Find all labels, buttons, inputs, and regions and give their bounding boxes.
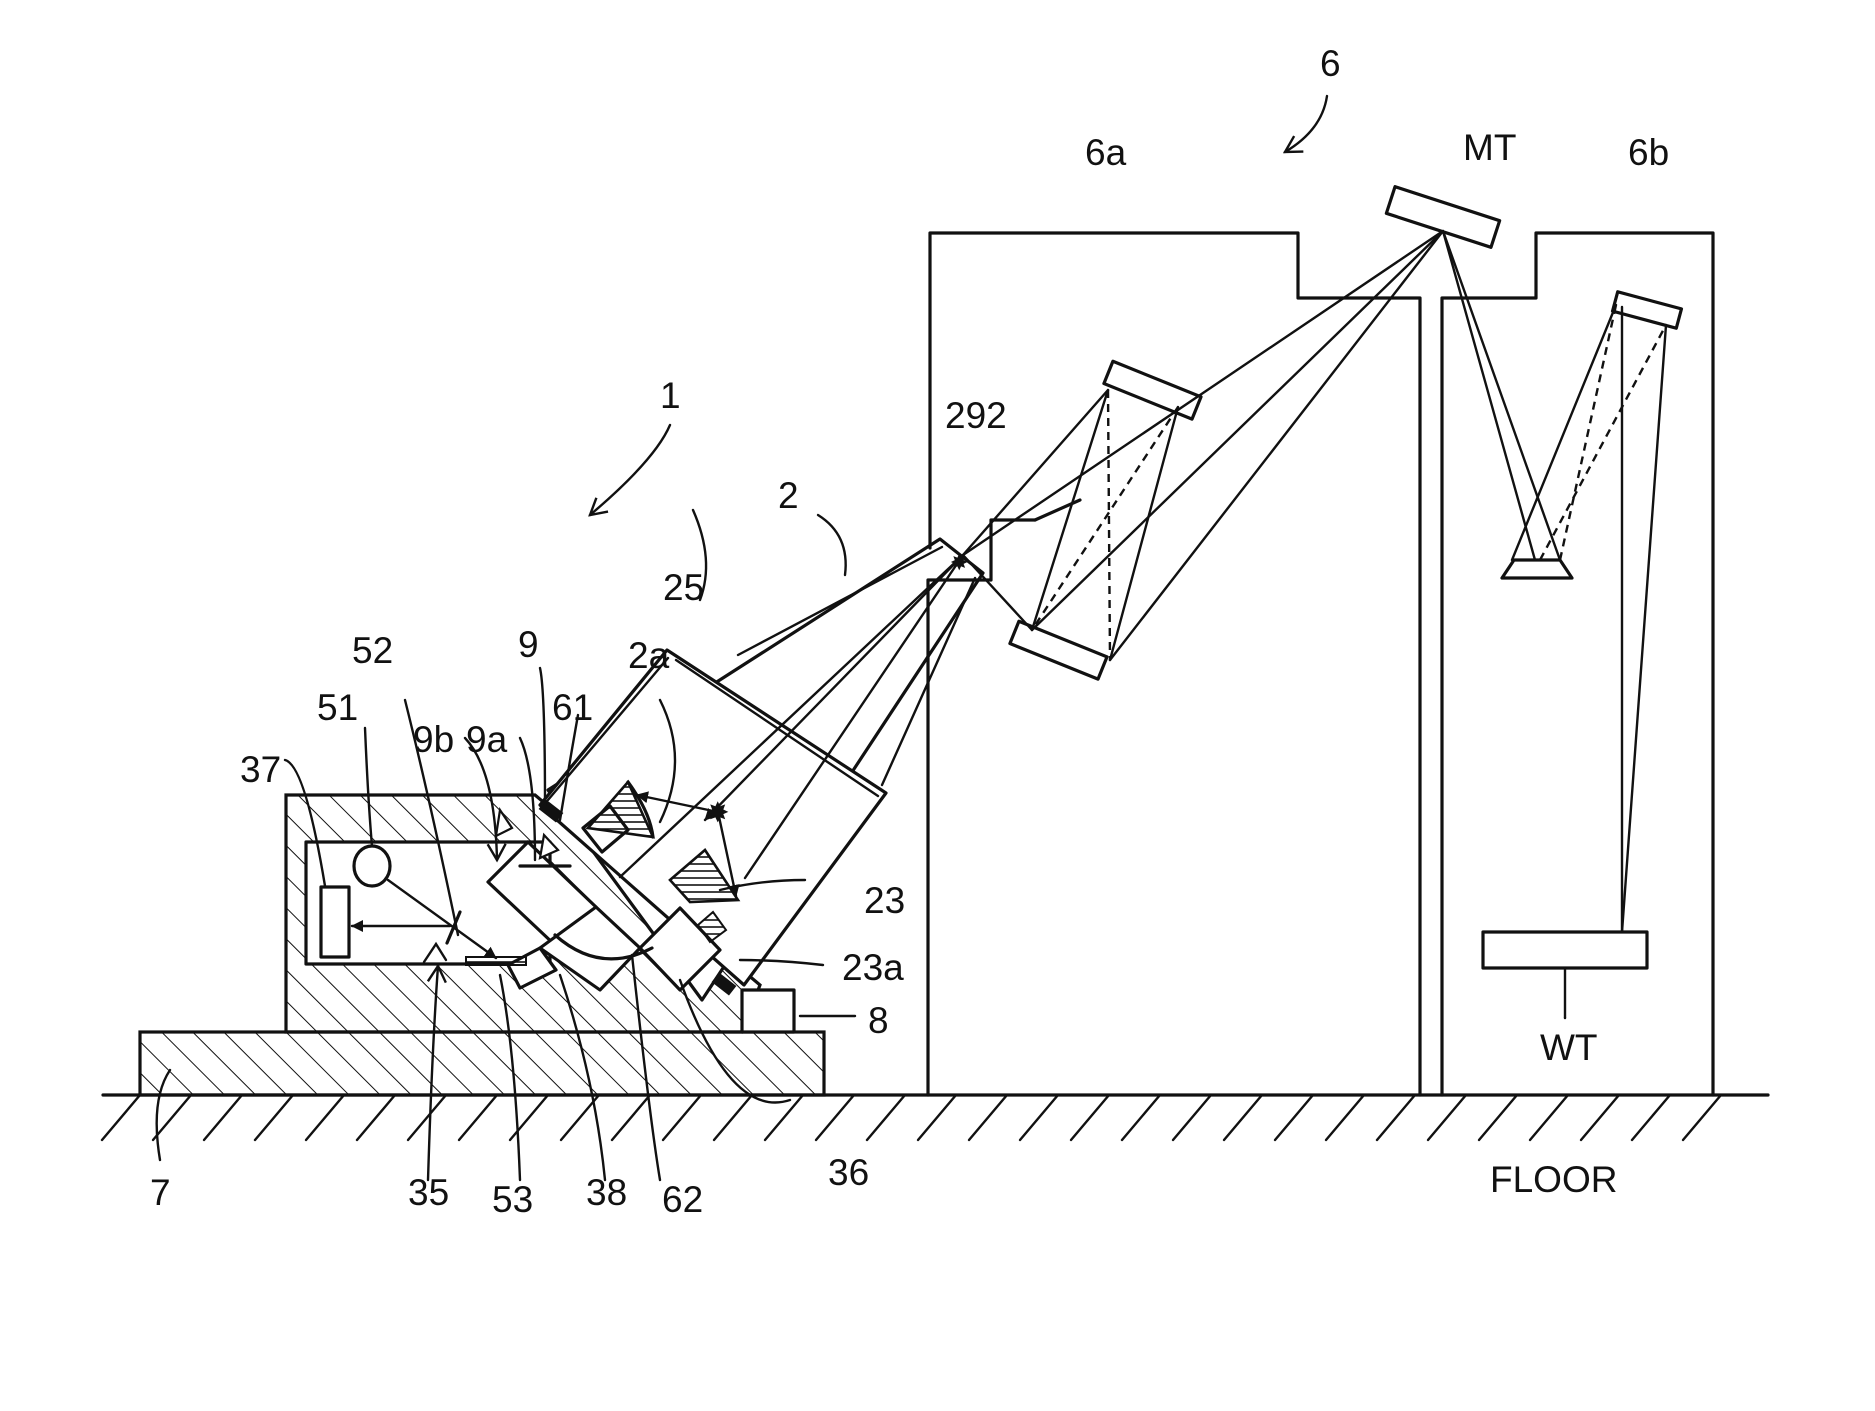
- floor-hatch-tick: [816, 1095, 854, 1140]
- label-6b: 6b: [1628, 132, 1669, 173]
- label-61: 61: [552, 687, 593, 728]
- label-6: 6: [1320, 43, 1341, 84]
- floor-hatch-tick: [1275, 1095, 1313, 1140]
- floor-hatch-tick: [1377, 1095, 1415, 1140]
- floor-hatch-tick: [1071, 1095, 1109, 1140]
- label-9a: 9a: [466, 719, 508, 760]
- floor-hatch-tick: [408, 1095, 446, 1140]
- floor-hatch-tick: [1173, 1095, 1211, 1140]
- floor-hatch-tick: [255, 1095, 293, 1140]
- floor-hatch-tick: [1479, 1095, 1517, 1140]
- floor-hatch-tick: [1122, 1095, 1160, 1140]
- wafer-table-WT: [1483, 932, 1647, 968]
- floor-hatch-tick: [204, 1095, 242, 1140]
- label-WT: WT: [1540, 1027, 1598, 1068]
- floor-hatch-tick: [867, 1095, 905, 1140]
- plate-53: [466, 957, 526, 965]
- label-2a: 2a: [628, 635, 670, 676]
- label-1: 1: [660, 375, 681, 416]
- floor-hatch-tick: [612, 1095, 650, 1140]
- label-51: 51: [317, 687, 358, 728]
- floor-hatch-tick: [1581, 1095, 1619, 1140]
- floor-hatch-tick: [459, 1095, 497, 1140]
- floor: [102, 1095, 1768, 1140]
- floor-hatch-tick: [102, 1095, 140, 1140]
- base-7: [140, 1032, 824, 1095]
- label-23a: 23a: [842, 947, 904, 988]
- label-FLOOR: FLOOR: [1490, 1159, 1617, 1200]
- floor-hatch-tick: [714, 1095, 752, 1140]
- label-38: 38: [586, 1172, 627, 1213]
- label-6a: 6a: [1085, 132, 1127, 173]
- floor-hatch-tick: [1428, 1095, 1466, 1140]
- label-53: 53: [492, 1179, 533, 1220]
- sensor-37: [321, 887, 349, 957]
- svg-text:✸: ✸: [950, 551, 968, 576]
- label-37: 37: [240, 749, 281, 790]
- label-36: 36: [828, 1152, 869, 1193]
- label-35: 35: [408, 1172, 449, 1213]
- floor-hatch-tick: [969, 1095, 1007, 1140]
- floor-hatch-tick: [1326, 1095, 1364, 1140]
- room-6a: [928, 233, 1420, 1095]
- floor-hatch-tick: [1530, 1095, 1568, 1140]
- floor-hatch-tick: [1020, 1095, 1058, 1140]
- lamp-51: [354, 846, 390, 886]
- label-52: 52: [352, 630, 393, 671]
- label-25: 25: [663, 567, 704, 608]
- floor-hatch-tick: [306, 1095, 344, 1140]
- svg-text:✸: ✸: [706, 796, 729, 829]
- block-8: [742, 990, 794, 1032]
- floor-hatch-tick: [357, 1095, 395, 1140]
- mask-MT: [1386, 187, 1499, 248]
- floor-hatch-tick: [663, 1095, 701, 1140]
- label-62: 62: [662, 1179, 703, 1220]
- label-2: 2: [778, 475, 799, 516]
- illumination-optics: [963, 187, 1681, 1018]
- label-8: 8: [868, 1000, 889, 1041]
- label-7: 7: [150, 1172, 171, 1213]
- floor-hatch-tick: [1683, 1095, 1721, 1140]
- label-23: 23: [864, 880, 905, 921]
- floor-hatch-tick: [918, 1095, 956, 1140]
- floor-hatch-tick: [1224, 1095, 1262, 1140]
- label-9b: 9b: [413, 719, 454, 760]
- label-MT: MT: [1463, 127, 1516, 168]
- floor-hatch-tick: [1632, 1095, 1670, 1140]
- label-292: 292: [945, 395, 1007, 436]
- label-9: 9: [518, 624, 539, 665]
